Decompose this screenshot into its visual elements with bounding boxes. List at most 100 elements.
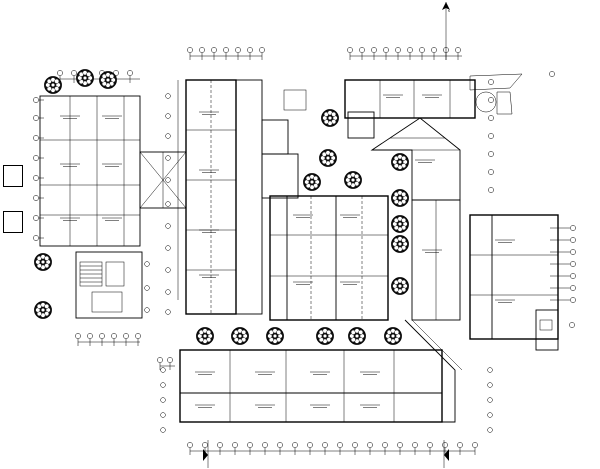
tree-leaf [401, 191, 407, 197]
grid-bubble [187, 442, 193, 448]
diagonal-wing [370, 117, 461, 321]
grid-bubble [397, 442, 403, 448]
building-block-left [39, 95, 141, 247]
tree-trunk [202, 334, 207, 339]
grid-bubble [165, 155, 171, 161]
grid-bubble [99, 333, 105, 339]
tree-trunk [398, 159, 403, 164]
tree-leaf [394, 329, 400, 335]
grid-bubble [33, 175, 39, 181]
grid-bubble [569, 322, 575, 328]
building-block-center-left [177, 79, 263, 315]
grid-bubble [457, 442, 463, 448]
grid-bubble [71, 70, 77, 76]
grid-bubble [488, 169, 494, 175]
grid-lines [39, 53, 570, 455]
tree-icon [303, 173, 321, 191]
grid-bubble [165, 93, 171, 99]
grid-bubble [259, 47, 265, 53]
grid-bubble [570, 273, 576, 279]
grid-bubbles [33, 47, 576, 448]
grid-bubble [359, 47, 365, 53]
stair-core [75, 251, 143, 319]
grid-bubble [157, 357, 163, 363]
tree-icon [266, 327, 284, 345]
grid-bubble [187, 47, 193, 53]
grid-bubble [262, 442, 268, 448]
tree-leaf [241, 329, 247, 335]
grid-bubble [277, 442, 283, 448]
tree-icon [99, 71, 117, 89]
grid-bubble [382, 442, 388, 448]
tree-leaf [313, 175, 319, 181]
grid-bubble [87, 333, 93, 339]
grid-bubble [127, 70, 133, 76]
tree-trunk [391, 334, 396, 339]
grid-bubble [322, 442, 328, 448]
room-labels [60, 94, 515, 408]
grid-bubble [144, 261, 150, 267]
tree-symbols [34, 69, 409, 345]
grid-bubble [570, 249, 576, 255]
tree-icon [76, 69, 94, 87]
grid-bubble [167, 357, 173, 363]
grid-bubble [165, 309, 171, 315]
tree-icon [391, 189, 409, 207]
grid-bubble [371, 47, 377, 53]
building-block-center [269, 195, 389, 321]
grid-bubble [337, 442, 343, 448]
tree-leaf [326, 329, 332, 335]
grid-bubble [33, 215, 39, 221]
tree-trunk [398, 195, 403, 200]
grid-bubble [488, 133, 494, 139]
grid-bubble [165, 289, 171, 295]
tree-trunk [237, 334, 242, 339]
grid-bubble [570, 261, 576, 267]
grid-bubble [160, 427, 166, 433]
tree-trunk [351, 177, 356, 182]
grid-bubble [412, 442, 418, 448]
tree-trunk [355, 334, 360, 339]
tree-trunk [323, 334, 328, 339]
tree-leaf [331, 111, 337, 117]
grid-bubble [75, 333, 81, 339]
grid-bubble [165, 177, 171, 183]
tree-leaf [401, 279, 407, 285]
grid-bubble [570, 225, 576, 231]
grid-bubble [292, 442, 298, 448]
tree-trunk [105, 77, 110, 82]
grid-bubble [570, 297, 576, 303]
tree-icon [231, 327, 249, 345]
north-arrow-icon [443, 440, 449, 468]
building-block-right [469, 214, 559, 351]
building-block-lower [179, 319, 463, 423]
grid-bubble [160, 367, 166, 373]
grid-bubble [217, 442, 223, 448]
grid-bubble [487, 427, 493, 433]
tree-leaf [109, 73, 115, 79]
grid-bubble [455, 47, 461, 53]
tree-leaf [354, 173, 360, 179]
grid-bubble [347, 47, 353, 53]
tree-leaf [358, 329, 364, 335]
tree-icon [34, 253, 52, 271]
north-arrow-icon: N [442, 2, 450, 60]
grid-bubble [160, 397, 166, 403]
grid-bubble [211, 47, 217, 53]
grid-bubble [232, 442, 238, 448]
grid-bubble [487, 412, 493, 418]
tree-icon [344, 171, 362, 189]
tree-trunk [328, 115, 333, 120]
grid-bubble [199, 47, 205, 53]
tree-icon [348, 327, 366, 345]
tree-trunk [82, 75, 87, 80]
tree-leaf [401, 217, 407, 223]
grid-bubble [570, 285, 576, 291]
tree-trunk [41, 308, 46, 313]
tree-leaf [401, 155, 407, 161]
tree-leaf [276, 329, 282, 335]
tree-icon [34, 301, 52, 319]
grid-bubble [487, 397, 493, 403]
tree-icon [391, 277, 409, 295]
